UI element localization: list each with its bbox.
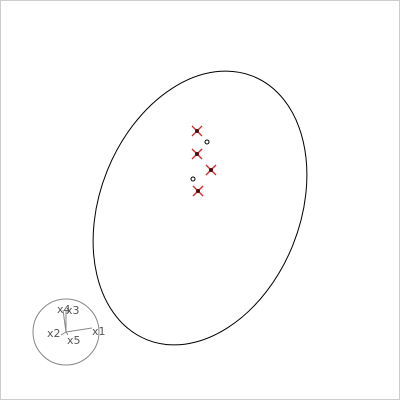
axis-label-x4: x4 — [57, 303, 71, 316]
axis-line-x5 — [65, 331, 69, 336]
boundary-ellipse — [92, 70, 308, 346]
data-point-circle — [204, 139, 210, 145]
data-point-cross — [192, 185, 204, 197]
axis-label-x5: x5 — [67, 334, 81, 347]
axis-line-x2 — [60, 331, 67, 336]
data-point-cross — [205, 164, 217, 176]
data-point-cross — [191, 148, 203, 160]
axis-label-x1: x1 — [92, 325, 106, 338]
axes-glyph-circle — [32, 298, 100, 366]
points-layer — [190, 125, 217, 197]
axis-label-x2: x2 — [47, 327, 61, 340]
boundary-layer — [92, 70, 308, 346]
axis-line-x4 — [62, 309, 67, 333]
axis-line-x1 — [65, 327, 93, 333]
data-point-circle — [190, 176, 196, 182]
data-point-cross — [191, 125, 203, 137]
axis-label-x3: x3 — [66, 304, 80, 317]
